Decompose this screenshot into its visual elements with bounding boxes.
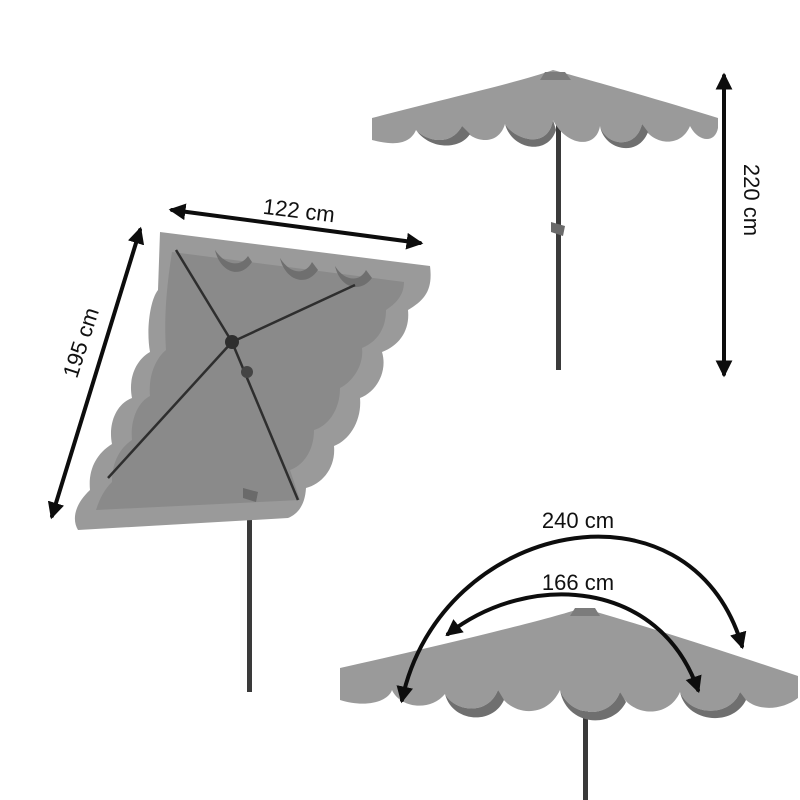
canopy-valance-shadow — [445, 690, 746, 721]
canopy-top-ridge — [570, 608, 600, 616]
pole-runner — [241, 366, 253, 378]
pole-crank — [243, 488, 258, 502]
side-arc-arrow — [445, 592, 702, 694]
canopy-top-ridge — [540, 72, 571, 80]
umbrella-tilted-view — [74, 232, 431, 692]
length-arrow — [47, 226, 145, 520]
umbrella-pole — [247, 370, 252, 692]
side-label: 166 cm — [542, 570, 614, 595]
height-label: 220 cm — [739, 164, 764, 236]
canopy-underside — [96, 252, 404, 510]
umbrella-canopy — [372, 70, 718, 144]
umbrella-pole — [583, 690, 588, 800]
diagonal-label: 240 cm — [542, 508, 614, 533]
width-arrow — [168, 203, 424, 250]
umbrella-side-view-top — [372, 70, 718, 370]
canopy-valance-shadow — [416, 120, 648, 149]
dimension-arrows — [47, 72, 747, 704]
umbrella-canopy — [340, 608, 798, 713]
umbrella-side-view-bottom — [340, 608, 798, 800]
diagonal-arc-arrow — [396, 534, 747, 704]
pole-crank — [551, 222, 565, 236]
umbrella-pole — [556, 120, 561, 370]
canopy-valance-shadow — [215, 250, 372, 288]
canopy-hub — [225, 335, 239, 349]
